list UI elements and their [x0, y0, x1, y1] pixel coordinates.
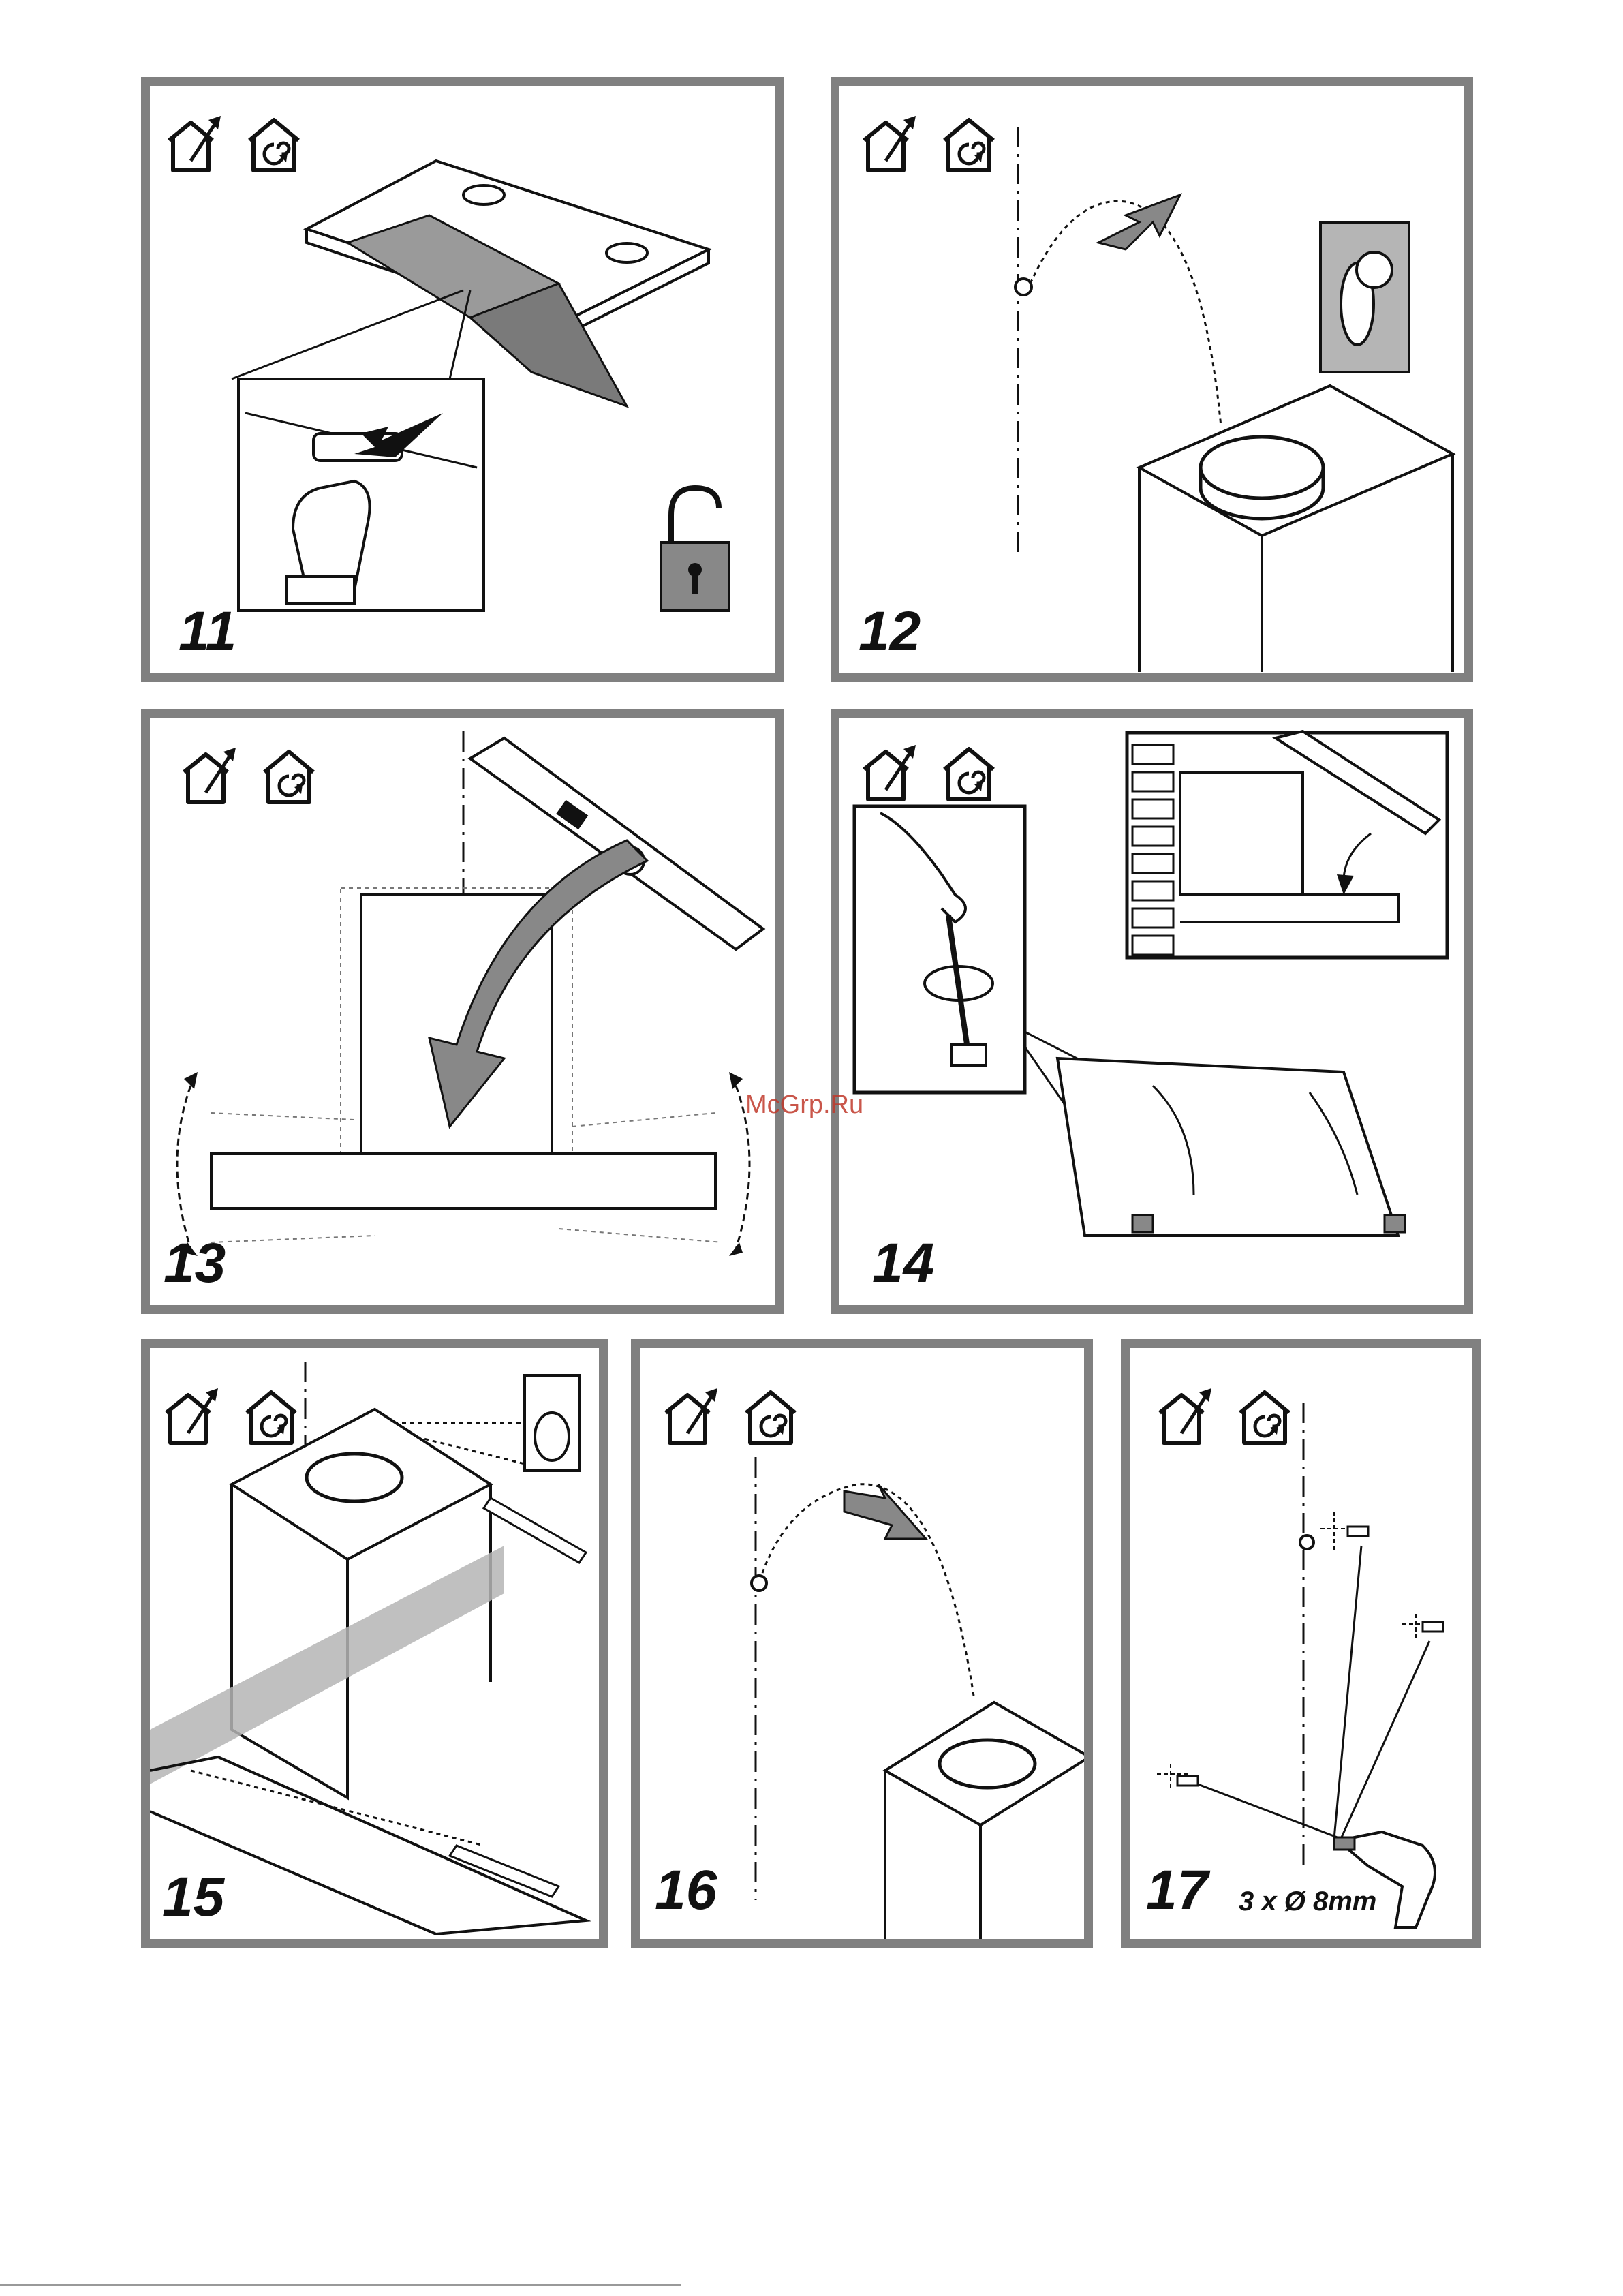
step-panel-17: 17 3 x Ø 8mm — [1121, 1339, 1481, 1948]
remove-from-screw-illustration — [640, 1348, 1084, 1939]
footer-rule — [0, 2284, 681, 2286]
step-panel-11: 11 — [141, 77, 784, 682]
step-number: 13 — [164, 1236, 226, 1291]
step-number: 12 — [859, 604, 921, 660]
filter-removal-illustration — [150, 86, 775, 673]
step-number: 11 — [179, 604, 236, 660]
step-number: 16 — [655, 1863, 717, 1918]
step-panel-14: 14 — [831, 709, 1473, 1314]
step-panel-13: 13 — [141, 709, 784, 1314]
step-panel-16: 16 — [631, 1339, 1093, 1948]
watermark: McGrp.Ru — [745, 1090, 863, 1120]
drill-spec-label: 3 x Ø 8mm — [1239, 1886, 1376, 1917]
mark-holes-illustration — [150, 1348, 599, 1939]
step-panel-12: 12 — [831, 77, 1473, 682]
drill-holes-illustration — [1130, 1348, 1472, 1939]
level-adjust-illustration — [839, 718, 1464, 1305]
level-check-illustration — [150, 718, 775, 1305]
hang-on-screw-illustration — [839, 86, 1464, 673]
step-panel-15: 15 — [141, 1339, 608, 1948]
step-number: 14 — [872, 1236, 934, 1291]
step-number: 17 — [1146, 1863, 1208, 1918]
step-number: 15 — [162, 1869, 224, 1925]
